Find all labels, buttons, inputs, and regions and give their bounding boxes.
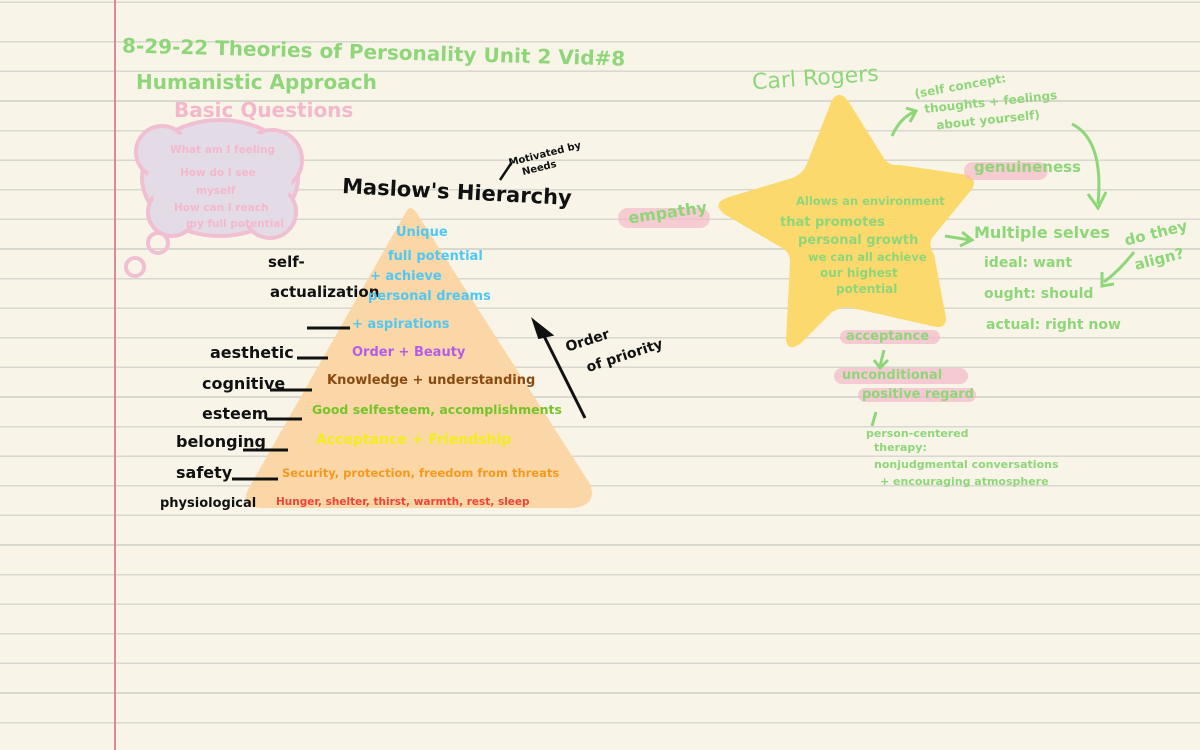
label-self-actualization: actualization: [270, 283, 380, 301]
level-physiological: Hunger, shelter, thirst, warmth, rest, s…: [276, 496, 530, 508]
level-knowledge: Knowledge + understanding: [327, 373, 536, 388]
label-belonging: belonging: [176, 432, 266, 451]
basic-questions-title: Basic Questions: [174, 98, 354, 122]
therapy-line: person-centered: [866, 427, 969, 440]
star-text-line: our highest: [820, 266, 898, 280]
thought-cloud: [124, 118, 304, 278]
level-order-beauty: Order + Beauty: [352, 345, 466, 360]
level-safety: Security, protection, freedom from threa…: [282, 466, 560, 480]
rogers-arrows: [870, 106, 1136, 427]
label-safety: safety: [176, 463, 233, 482]
multiple-selves-label: Multiple selves: [974, 223, 1110, 242]
priority-arrow: [530, 317, 587, 419]
label-cognitive: cognitive: [202, 374, 286, 393]
self-ought: ought: should: [984, 286, 1094, 302]
level-top-line: Unique: [396, 225, 448, 240]
therapy-line: + encouraging atmosphere: [880, 475, 1049, 488]
star-text-line: that promotes: [780, 215, 885, 230]
star-text-line: Allows an environment: [796, 194, 945, 208]
unconditional-line: unconditional: [842, 368, 943, 383]
label-esteem: esteem: [202, 404, 269, 423]
maslow-pyramid: [245, 208, 592, 508]
self-ideal: ideal: want: [984, 255, 1073, 271]
label-dashes: [232, 326, 350, 481]
highlights: [618, 162, 1048, 402]
question-line: myself: [196, 185, 236, 197]
star-text-line: we can all achieve: [808, 250, 927, 264]
therapy-line: therapy:: [874, 441, 927, 454]
label-aesthetic: aesthetic: [210, 343, 294, 362]
label-physiological: physiological: [160, 496, 257, 511]
unconditional-line: positive regard: [862, 387, 974, 402]
question-line: How do I see: [180, 167, 256, 179]
level-aspirations: + aspirations: [352, 317, 450, 332]
question-line: What am I feeling: [170, 144, 276, 156]
rogers-star: [718, 94, 974, 348]
level-top-line: + achieve: [370, 269, 442, 284]
genuineness-label: genuineness: [974, 158, 1081, 176]
level-esteem: Good selfesteem, accomplishments: [312, 402, 562, 417]
level-top-line: personal dreams: [368, 289, 491, 304]
star-text-line: personal growth: [798, 233, 919, 248]
margin-line: [114, 0, 116, 750]
subtitle: Humanistic Approach: [136, 70, 377, 94]
acceptance-label: acceptance: [846, 329, 930, 344]
level-belonging: Acceptance + Friendship: [316, 432, 512, 448]
label-self-actualization: self-: [268, 253, 305, 271]
level-top-line: full potential: [388, 249, 483, 264]
question-line: How can I reach: [174, 202, 269, 214]
self-actual: actual: right now: [986, 317, 1121, 333]
motivated-arrow: [498, 161, 514, 181]
question-line: my full potential: [186, 218, 284, 230]
therapy-line: nonjudgmental conversations: [874, 458, 1059, 471]
star-text-line: potential: [836, 282, 898, 296]
